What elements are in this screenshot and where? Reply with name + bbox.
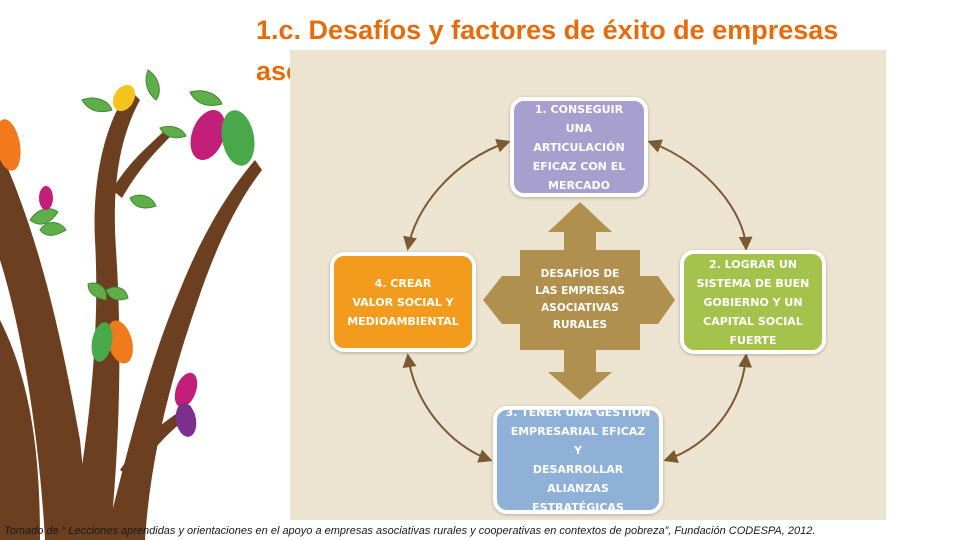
leaf xyxy=(29,208,59,225)
challenges-diagram: DESAFÍOS DE LAS EMPRESAS ASOCIATIVAS RUR… xyxy=(290,50,886,520)
challenge-box-4: 4. CREAR VALOR SOCIAL Y MEDIOAMBIENTAL xyxy=(330,252,476,352)
cacao-pod-green xyxy=(221,110,255,166)
cacao-pod-orange xyxy=(107,320,133,364)
challenge-box-2: 2. LOGRAR UN SISTEMA DE BUEN GOBIERNO Y … xyxy=(680,250,826,354)
cacao-pod-magenta xyxy=(174,372,198,408)
center-cross-arrow xyxy=(483,202,675,400)
leaf xyxy=(159,125,187,139)
center-label: DESAFÍOS DE LAS EMPRESAS ASOCIATIVAS RUR… xyxy=(535,268,625,331)
tree-branch xyxy=(112,130,170,198)
leaf xyxy=(81,97,113,113)
tree-branch xyxy=(0,320,40,540)
cacao-pod-magenta xyxy=(39,186,53,210)
challenge-box-1: 1. CONSEGUIR UNA ARTICULACIÓN EFICAZ CON… xyxy=(510,97,648,197)
arrow-box1-box2 xyxy=(647,139,753,251)
cacao-pod-purple xyxy=(175,403,197,437)
arrow-box2-box3 xyxy=(663,353,753,464)
tree-branch xyxy=(120,405,194,480)
leaf xyxy=(189,90,223,106)
challenge-box-3: 3. TENER UNA GESTIÓN EMPRESARIAL EFICAZ … xyxy=(493,406,663,514)
cacao-pod-orange xyxy=(0,119,21,171)
source-footnote: Tomado de “ Lecciones aprendidas y orien… xyxy=(4,525,816,537)
leaf xyxy=(39,222,67,236)
cacao-pod-magenta xyxy=(190,109,226,161)
leaf xyxy=(105,286,129,301)
leaf xyxy=(87,282,107,301)
cacao-tree-illustration xyxy=(0,69,262,540)
arrow-box4-box1 xyxy=(403,139,511,251)
leaf xyxy=(145,69,160,101)
arrow-box3-box4 xyxy=(402,353,493,463)
tree-branch xyxy=(70,90,140,540)
cacao-pod-green xyxy=(91,322,113,362)
tree-trunk xyxy=(0,150,90,540)
leaf xyxy=(129,194,157,209)
cacao-pod-yellow xyxy=(112,84,136,112)
